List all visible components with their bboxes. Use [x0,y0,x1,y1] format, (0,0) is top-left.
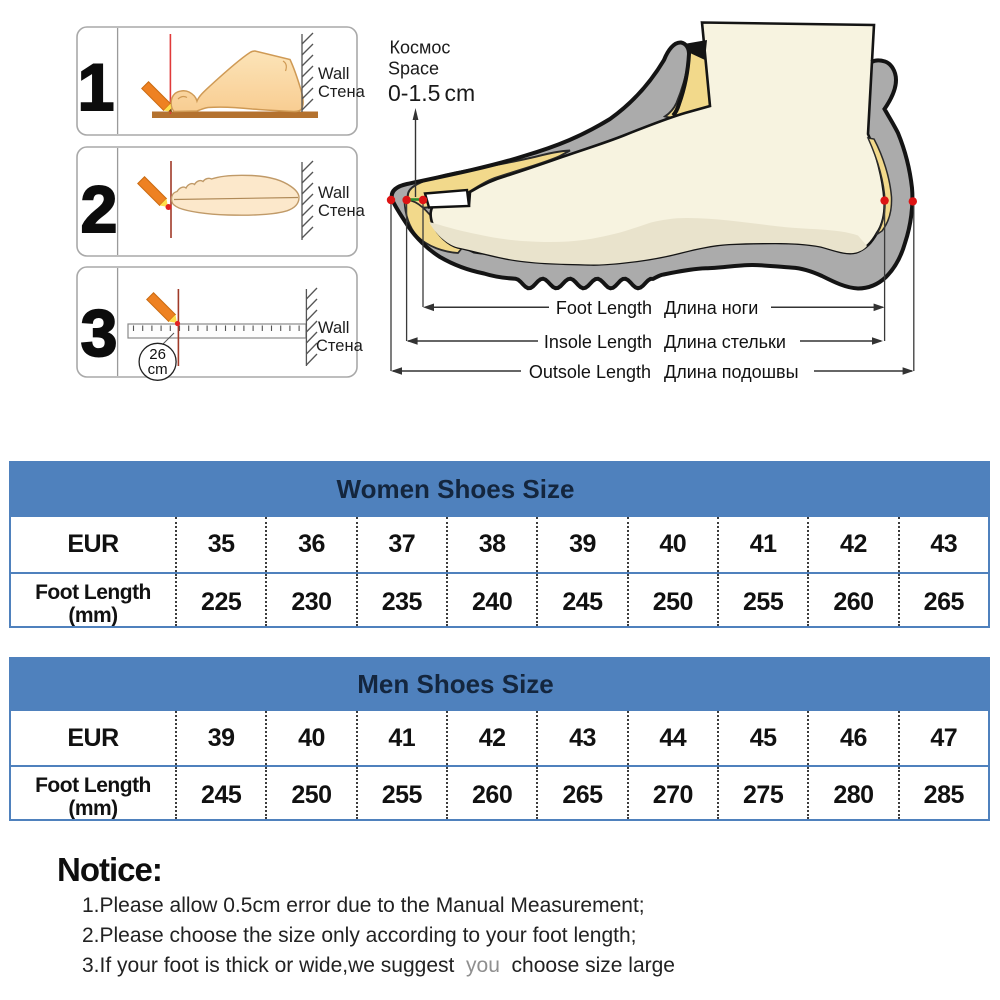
svg-text:Insole Length: Insole Length [544,332,652,352]
svg-text:Длина ноги: Длина ноги [664,298,758,318]
svg-text:Стена: Стена [316,337,364,355]
svg-text:Стена: Стена [318,83,366,101]
svg-text:Wall: Wall [318,65,349,83]
svg-text:Космос: Космос [390,38,451,58]
svg-text:Wall: Wall [318,184,349,202]
svg-text:Wall: Wall [318,319,349,337]
svg-text:Стена: Стена [318,202,366,220]
svg-text:Длина подошвы: Длина подошвы [664,362,799,382]
svg-text:Foot Length: Foot Length [556,298,652,318]
svg-text:26: 26 [149,346,166,363]
svg-text:Space: Space [388,59,439,79]
svg-text:1: 1 [78,50,115,124]
svg-text:Длина стельки: Длина стельки [664,332,786,352]
svg-text:3: 3 [81,296,118,370]
svg-text:Outsole Length: Outsole Length [529,362,651,382]
svg-text:2: 2 [81,172,118,246]
svg-text:0-1.5cm: 0-1.5cm [388,80,475,106]
svg-text:cm: cm [148,361,168,378]
